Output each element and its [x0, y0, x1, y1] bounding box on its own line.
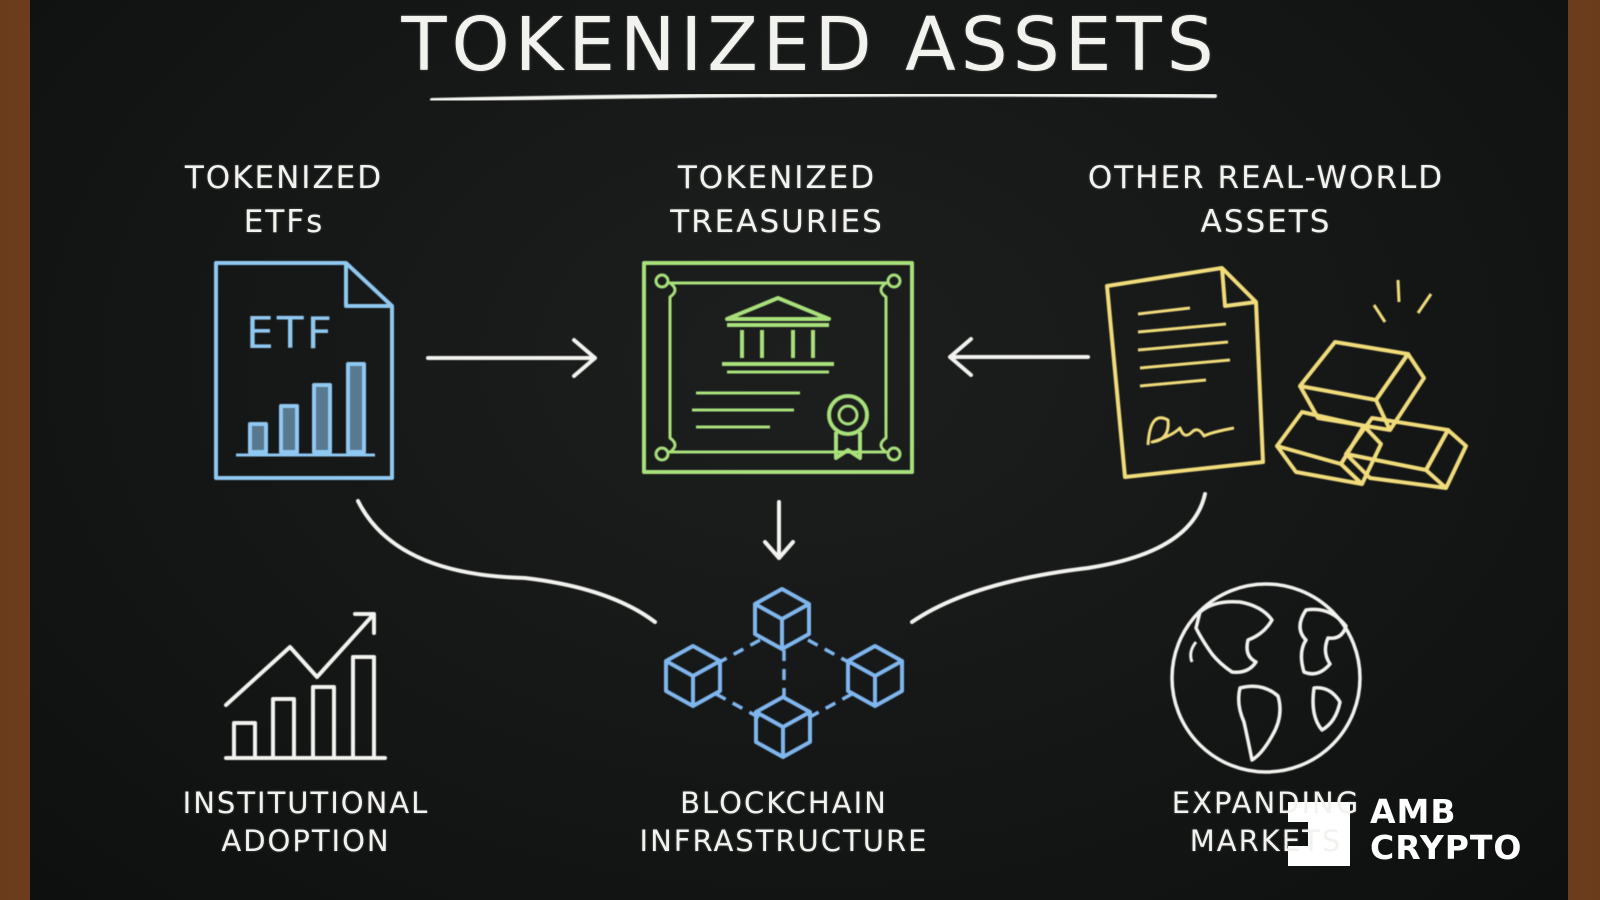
page-title: TOKENIZED ASSETS	[401, 2, 1219, 88]
watermark-line1: AMB	[1370, 792, 1457, 831]
etf-document-label: ETF	[246, 308, 335, 359]
category-line1: OTHER REAL-WORLD	[1087, 160, 1445, 196]
outcome-line2: ADOPTION	[221, 824, 391, 858]
outcome-institutional-adoption: INSTITUTIONAL ADOPTION	[136, 784, 476, 860]
category-line2: ETFs	[243, 204, 325, 240]
amb-crypto-logo-icon	[1288, 802, 1350, 866]
growth-chart-icon	[224, 612, 387, 760]
outcome-line2: INFRASTRUCTURE	[639, 824, 929, 858]
category-tokenized-treasuries: TOKENIZED TREASURIES	[607, 156, 947, 244]
title-underline	[430, 92, 1217, 102]
arrow-etf-to-treasury	[426, 338, 597, 378]
category-line1: TOKENIZED	[184, 160, 384, 196]
outcome-line1: BLOCKCHAIN	[680, 786, 888, 820]
amb-crypto-watermark: AMB CRYPTO	[1286, 794, 1556, 866]
outcome-expanding-markets: EXPANDING MARKETS	[1096, 784, 1436, 860]
deed-and-gold-bars-icon	[1105, 266, 1468, 490]
category-line2: TREASURIES	[670, 204, 884, 240]
blockchain-network-icon	[664, 587, 904, 759]
treasury-certificate-icon	[642, 261, 914, 474]
outcome-line1: INSTITUTIONAL	[182, 786, 430, 820]
globe-icon	[1170, 582, 1362, 774]
outcome-line1: EXPANDING	[1171, 786, 1361, 820]
watermark-line2: CRYPTO	[1370, 828, 1523, 867]
outcome-line2: MARKETS	[1189, 824, 1343, 858]
category-line1: TOKENIZED	[677, 160, 877, 196]
watermark-text: AMB CRYPTO	[1370, 794, 1522, 866]
category-line2: ASSETS	[1200, 204, 1332, 240]
category-tokenized-etfs: TOKENIZED ETFs	[114, 156, 454, 244]
arrow-rwa-to-treasury	[948, 337, 1090, 377]
curve-etf-to-blockchain	[356, 499, 657, 624]
flow-arrows	[356, 337, 1207, 624]
etf-document-icon	[214, 261, 394, 480]
outcome-blockchain-infrastructure: BLOCKCHAIN INFRASTRUCTURE	[614, 784, 954, 860]
category-other-real-world-assets: OTHER REAL-WORLD ASSETS	[1076, 156, 1456, 244]
arrow-treasury-to-blockchain	[763, 500, 795, 560]
curve-rwa-to-blockchain	[910, 492, 1207, 624]
